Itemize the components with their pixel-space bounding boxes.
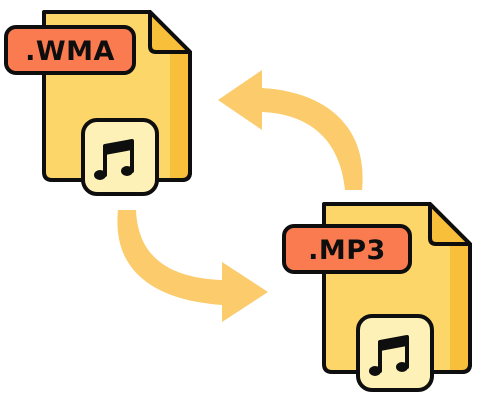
source-extension-tag: .WMA (4, 25, 136, 75)
music-note-icon (356, 314, 434, 392)
target-extension-tag: .MP3 (282, 224, 412, 274)
target-extension-label: .MP3 (308, 235, 386, 266)
curved-arrow-right-icon (117, 210, 269, 322)
target-file-icon: .MP3 (282, 202, 472, 392)
source-file-icon: .WMA (4, 10, 192, 196)
music-note-icon (81, 118, 159, 196)
source-extension-label: .WMA (25, 36, 115, 67)
curved-arrow-left-icon (218, 70, 363, 190)
